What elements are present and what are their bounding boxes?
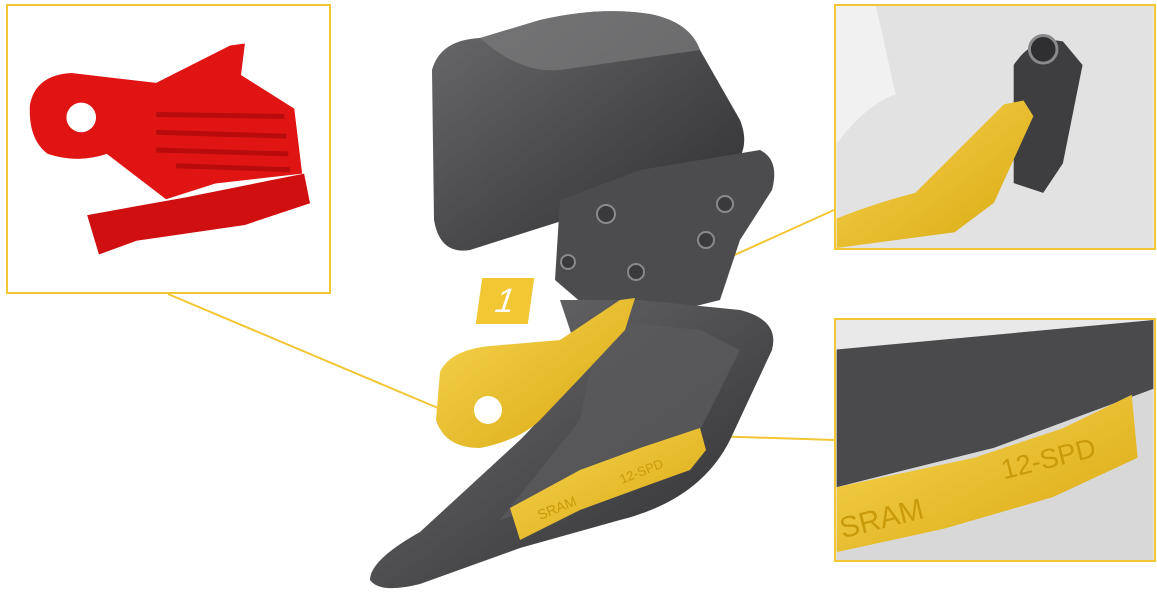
- step-number-badge: 1: [475, 278, 535, 324]
- isolated-part-drawing: [29, 43, 311, 255]
- isolated-part-insert: [87, 173, 311, 255]
- detail-highlighted-insert: [836, 394, 1138, 553]
- pivot-bolt-1: [596, 204, 616, 224]
- linkage-body: [555, 150, 775, 320]
- isolated-part-hole: [66, 102, 97, 133]
- pivot-bolt-2: [716, 195, 734, 213]
- limit-tab-detail-drawing: [836, 6, 1154, 248]
- front-derailleur-illustration: SRAM 12-SPD: [370, 11, 775, 589]
- detail-bracket: [1013, 40, 1083, 193]
- limit-tab-hole: [474, 396, 502, 424]
- callout-isolated-part: [6, 4, 331, 294]
- cage-inner-plate: [500, 320, 740, 520]
- cage-insert-detail-drawing: SRAM 12-SPD: [836, 320, 1154, 560]
- pivot-bolt-3: [697, 231, 715, 249]
- battery-top-face: [480, 11, 700, 71]
- detail-cage-plate: [836, 320, 1154, 488]
- isolated-part-ribs: [156, 112, 291, 173]
- callout-limit-tab-detail: [834, 4, 1156, 250]
- detail-highlighted-tab: [836, 100, 1034, 248]
- detail-bolt: [1027, 34, 1059, 65]
- highlighted-cage-insert: [510, 428, 706, 540]
- isolated-part-body: [29, 43, 303, 200]
- pivot-bolt-4: [627, 263, 645, 281]
- callout-cage-insert-detail: SRAM 12-SPD: [834, 318, 1156, 562]
- pivot-bolt-5: [560, 254, 576, 270]
